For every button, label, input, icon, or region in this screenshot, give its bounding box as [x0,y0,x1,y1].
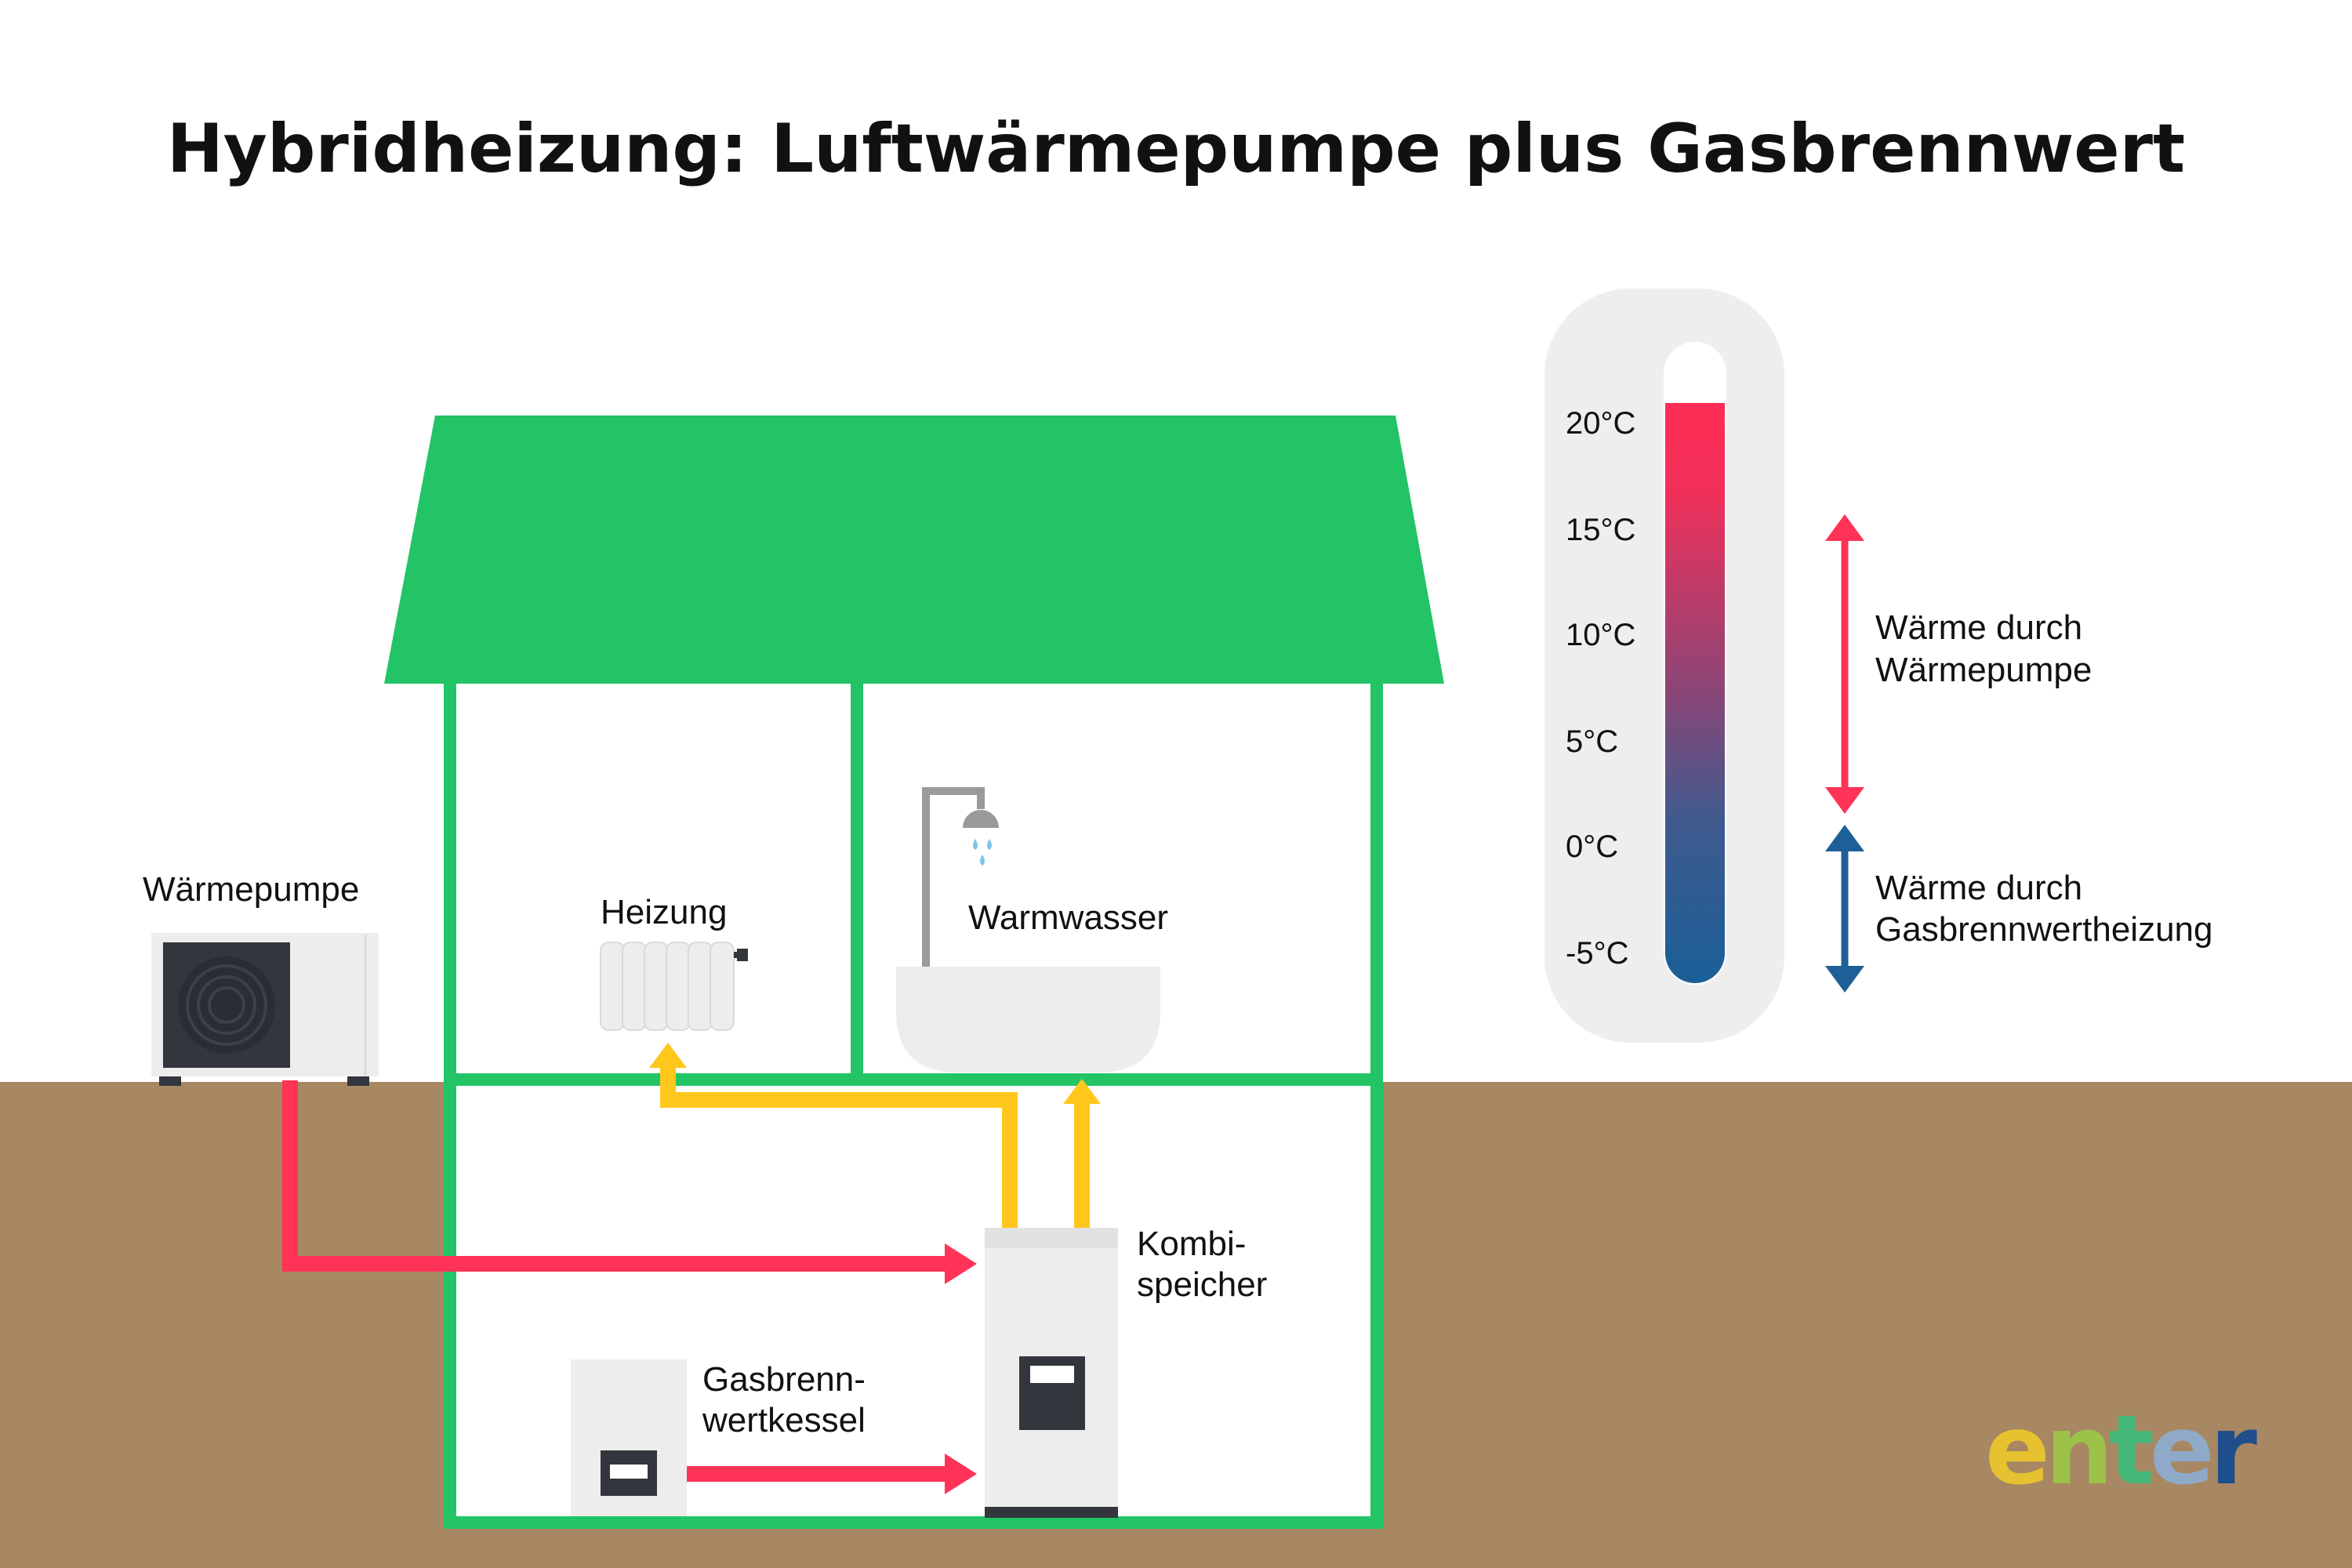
radiator [600,942,748,1031]
thermometer-tick-label: 20°C [1566,406,1636,441]
thermometer-tick-label: 10°C [1566,618,1636,652]
gas-boiler-label-line1: Gasbrenn- [702,1360,866,1399]
heat-pump-range-label-line2: Wärmepumpe [1875,651,2092,689]
page-title: Hybridheizung: Luftwärmepumpe plus Gasbr… [166,110,2186,188]
hot-water-label: Warmwasser [968,898,1169,937]
house-roof [384,416,1444,684]
thermometer-tick-label: 0°C [1566,829,1619,864]
gas-range-label-line2: Gasbrennwertheizung [1875,910,2213,949]
heat-pump-unit [151,933,379,1086]
gas-range-label-line1: Wärme durch [1875,869,2083,907]
gas-range-arrow [1825,825,1864,993]
heat-pump-label: Wärmepumpe [143,870,360,909]
hot-water-supply-arrow [1063,1079,1101,1228]
logo-letter: t [2108,1395,2154,1506]
gas-boiler-unit [571,1359,687,1516]
thermometer-tick-label: 5°C [1566,724,1619,759]
heat-pump-range-arrow [1825,514,1864,814]
heat-pump-range-label-line1: Wärme durch [1875,608,2083,647]
house-walls [444,682,1383,1529]
bathtub [896,967,1160,1073]
heating-label: Heizung [601,893,728,931]
enter-logo: enter [1985,1395,2257,1506]
shower [922,787,999,967]
gas-boiler-label-line2: wertkessel [702,1401,866,1439]
combi-storage-unit [985,1228,1118,1518]
thermometer-tick-label: -5°C [1566,936,1629,971]
combi-storage-label-line2: speicher [1137,1265,1268,1304]
gas-boiler-flow-arrow [687,1454,977,1494]
logo-letter: n [2045,1395,2114,1506]
heat-pump-flow-arrow [282,1080,977,1284]
heating-supply-arrow [649,1043,1018,1228]
combi-storage-label-line1: Kombi- [1137,1225,1247,1263]
logo-letter: e [1985,1395,2050,1506]
logo-letter: e [2149,1395,2215,1506]
thermometer [1544,289,1784,1043]
logo-letter: r [2209,1395,2257,1506]
thermometer-tick-label: 15°C [1566,513,1636,547]
